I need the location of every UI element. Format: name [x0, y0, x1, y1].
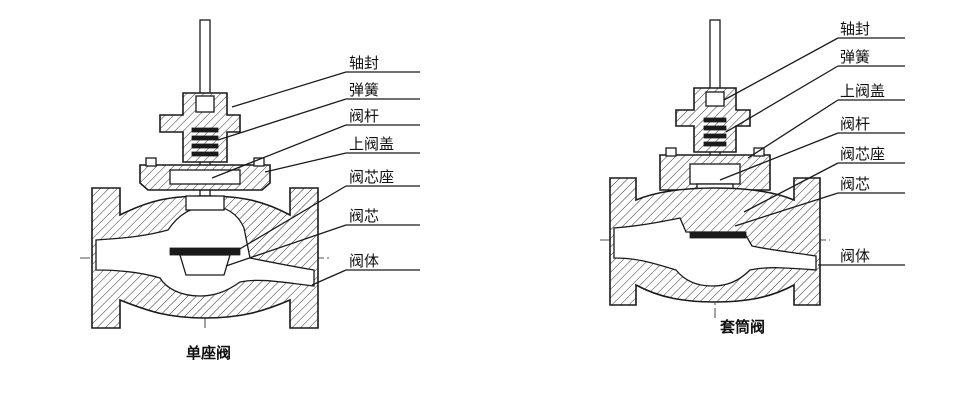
left-caption: 单座阀: [186, 344, 231, 362]
right-flow-passage: [613, 217, 817, 287]
right-label-seat: 阀芯座: [840, 145, 885, 163]
left-bonnet-cavity: [169, 169, 241, 185]
right-bolt-l: [665, 147, 677, 157]
left-seat: [169, 247, 241, 256]
right-packing-gland: [705, 91, 725, 107]
right-leaders: [719, 37, 905, 266]
right-label-shaft-seal: 轴封: [840, 20, 870, 38]
right-caption: 套筒阀: [719, 318, 765, 336]
right-seat: [689, 231, 747, 239]
right-label-spring: 弹簧: [840, 48, 870, 66]
left-guide: [185, 195, 225, 211]
left-label-plug: 阀芯: [349, 207, 379, 225]
single-seat-valve: 轴封 弹簧 阀杆 上阀盖 阀芯座 阀芯 阀体 单座阀: [80, 19, 420, 362]
right-label-bonnet: 上阀盖: [840, 82, 885, 100]
left-packing-gland: [195, 95, 215, 113]
right-spring: [703, 117, 727, 147]
left-label-bonnet: 上阀盖: [349, 135, 394, 153]
left-leaders: [211, 71, 420, 286]
right-label-body: 阀体: [840, 247, 870, 265]
right-label-stem: 阀杆: [840, 115, 870, 133]
left-label-shaft-seal: 轴封: [349, 54, 379, 72]
right-bonnet-cavity: [689, 163, 741, 185]
cage-valve: 轴封 弹簧 上阀盖 阀杆 阀芯座 阀芯 阀体 套筒阀: [600, 19, 905, 336]
left-plug: [179, 254, 231, 276]
right-bolt-r: [753, 147, 765, 157]
left-label-stem: 阀杆: [349, 107, 379, 125]
right-label-plug: 阀芯: [840, 175, 870, 193]
left-label-spring: 弹簧: [349, 81, 379, 99]
left-label-seat: 阀芯座: [349, 168, 394, 186]
left-bolt-l: [145, 157, 157, 167]
left-spring: [191, 127, 219, 157]
left-yoke: [159, 92, 241, 163]
left-label-body: 阀体: [349, 252, 379, 270]
